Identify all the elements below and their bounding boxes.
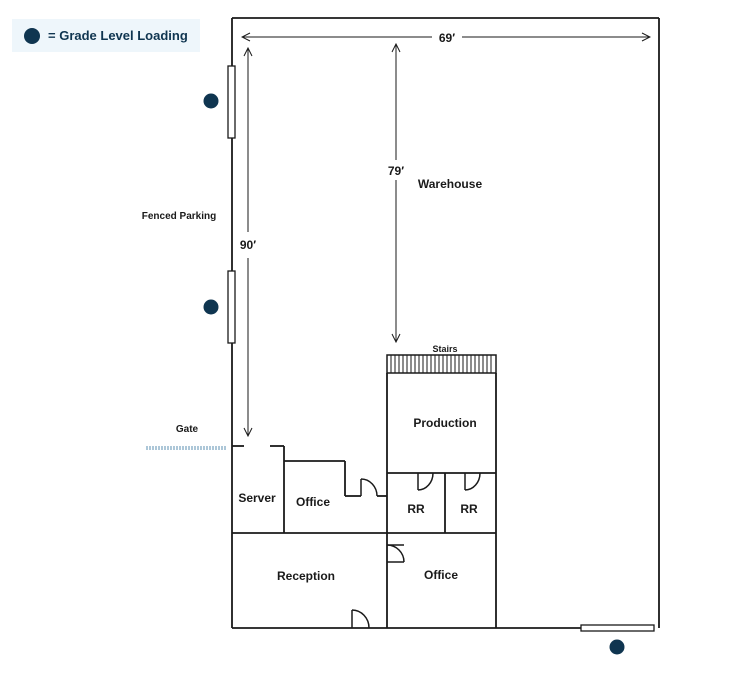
door-swings bbox=[351, 472, 481, 629]
grade-level-loading-icon bbox=[203, 93, 219, 109]
room-label-office-2: Office bbox=[424, 568, 458, 582]
room-label-reception: Reception bbox=[277, 569, 335, 583]
fenced-parking-label: Fenced Parking bbox=[142, 211, 216, 222]
exterior-walls bbox=[231, 17, 660, 629]
dimension-lines bbox=[242, 37, 650, 436]
room-label-office: Office bbox=[296, 495, 330, 509]
grade-level-loading-icon bbox=[24, 27, 40, 44]
loading-door-west-lower bbox=[227, 270, 236, 344]
warehouse-label: Warehouse bbox=[418, 177, 483, 191]
gate-marker bbox=[146, 446, 226, 450]
grade-level-loading-icon bbox=[203, 299, 219, 315]
gate-label: Gate bbox=[176, 424, 199, 435]
room-label-server: Server bbox=[238, 491, 276, 505]
room-label-restroom-1: RR bbox=[407, 502, 425, 516]
room-label-production: Production bbox=[413, 416, 476, 430]
loading-door-south bbox=[580, 624, 655, 632]
legend-label: = Grade Level Loading bbox=[48, 28, 188, 43]
interior-walls bbox=[232, 373, 497, 628]
room-label-restroom-2: RR bbox=[460, 502, 478, 516]
depth-dimension: 90′ bbox=[240, 238, 256, 252]
legend: = Grade Level Loading bbox=[12, 19, 200, 52]
warehouse-depth-dimension: 79′ bbox=[388, 164, 404, 178]
loading-door-west-upper bbox=[227, 65, 236, 139]
width-dimension: 69′ bbox=[439, 31, 455, 45]
stairs bbox=[386, 354, 497, 374]
grade-level-loading-icon bbox=[609, 639, 625, 655]
stairs-label: Stairs bbox=[432, 344, 457, 354]
